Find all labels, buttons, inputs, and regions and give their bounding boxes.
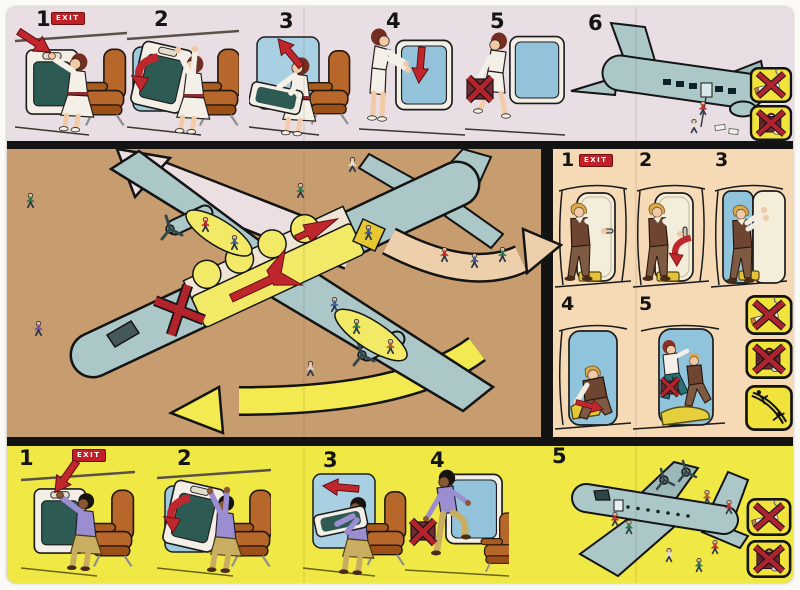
evacuation-slide-icon (745, 385, 793, 431)
evacuee-woman (660, 340, 690, 400)
scene-open-handle (21, 460, 135, 577)
escape-arrow-pink (115, 149, 358, 270)
step-number: 4 (430, 448, 445, 472)
step-number: 2 (639, 149, 653, 171)
scene-pull-window (127, 29, 239, 139)
scene-slide-pack (555, 324, 631, 430)
panel-divider-vertical (541, 149, 553, 437)
exit-sign: EXIT (579, 154, 613, 167)
scene-open-handle (15, 23, 127, 136)
step-number: 5 (552, 444, 567, 468)
aircraft-overview-illustration (25, 149, 563, 435)
bottom-panel-overwing-exit-men: 1 2 3 4 5 EXIT (7, 446, 793, 583)
aisle-direction-arrows (228, 217, 340, 303)
stepping-woman (473, 32, 511, 119)
middle-panel-evacuation-overview: 1 2 3 4 5 EXIT (7, 149, 793, 437)
door-panel-instructions: 1 2 3 4 5 EXIT (553, 149, 793, 437)
step-number: 4 (561, 293, 575, 315)
step-number: 5 (639, 293, 653, 315)
scene-pull-window (157, 468, 271, 577)
scene-jump-slide (633, 324, 725, 430)
scene-lift-window (249, 33, 351, 139)
no-baggage-icon (746, 540, 792, 578)
step-number: 3 (279, 9, 294, 33)
no-smoking-icon (748, 67, 793, 103)
no-baggage-icon (748, 105, 793, 141)
panel-divider (7, 437, 793, 446)
standing-woman (367, 28, 411, 122)
step-number: 1 (561, 149, 575, 171)
step-number: 6 (588, 11, 603, 35)
panel-divider (7, 141, 793, 149)
step-number: 1 (36, 7, 51, 31)
no-baggage-icon (745, 339, 793, 379)
exit-sign: EXIT (72, 449, 106, 462)
scene-no-baggage-exit (465, 32, 565, 136)
aircraft-ground-evacuation-illustration (571, 459, 750, 578)
do-not-go-forward-x (153, 283, 206, 337)
safety-card: 1 2 3 4 5 6 EXIT (7, 7, 793, 583)
evacuee-man (684, 353, 712, 407)
top-panel-overwing-exit-women: 1 2 3 4 5 6 EXIT (7, 7, 793, 141)
scene-door-handle (555, 184, 631, 288)
step-number: 5 (490, 9, 505, 33)
scene-window-out (303, 473, 407, 580)
step-number: 1 (19, 446, 34, 470)
scene-window-out (359, 28, 465, 136)
step-number: 3 (715, 149, 729, 171)
aircraft-cutaway (69, 149, 505, 413)
aircraft-rear-evacuation-illustration (570, 21, 765, 135)
scene-door-open (711, 184, 787, 288)
step-number: 3 (323, 448, 338, 472)
exit-sign: EXIT (51, 12, 85, 25)
escape-arrow-yellow (168, 336, 486, 435)
stepping-man (423, 469, 471, 556)
no-smoking-icon (745, 295, 793, 335)
evacuating-people (25, 155, 508, 377)
wing-escape-path (185, 209, 253, 257)
step-number: 2 (177, 446, 192, 470)
scene-door-rotate-handle (633, 184, 709, 288)
scene-no-baggage-exit (405, 469, 509, 577)
step-number: 4 (386, 9, 401, 33)
rear-stair (352, 218, 386, 252)
step-number: 2 (154, 7, 169, 31)
wing-escape-path (334, 308, 408, 362)
no-smoking-icon (746, 498, 792, 536)
escape-arrow-tan (382, 227, 563, 283)
